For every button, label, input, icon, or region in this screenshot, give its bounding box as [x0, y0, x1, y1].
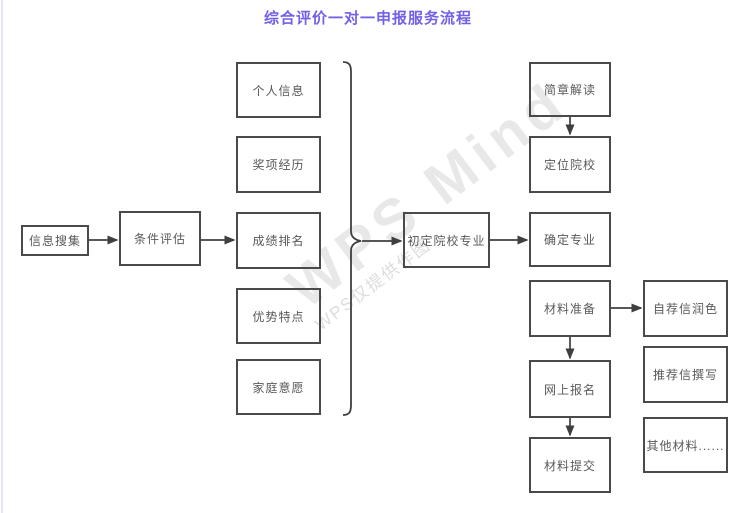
page-left-border — [1, 0, 3, 513]
flow-node-self-letter[interactable]: 自荐信润色 — [643, 280, 728, 337]
flow-node-condition-eval[interactable]: 条件评估 — [119, 211, 201, 266]
flow-node-initial-choice[interactable]: 初定院校专业 — [403, 212, 490, 268]
flow-node-material-prep[interactable]: 材料准备 — [529, 280, 611, 337]
flow-node-personal-info[interactable]: 个人信息 — [236, 62, 321, 118]
flow-node-brochure-read[interactable]: 简章解读 — [529, 62, 611, 117]
flow-node-award-history[interactable]: 奖项经历 — [236, 136, 321, 193]
flow-node-rec-letter[interactable]: 推荐信撰写 — [643, 346, 728, 403]
group-brace — [342, 61, 362, 416]
flow-node-other-materials[interactable]: 其他材料...... — [643, 417, 728, 473]
flow-node-grade-rank[interactable]: 成绩排名 — [236, 212, 321, 269]
flow-node-info-collect[interactable]: 信息搜集 — [21, 225, 89, 256]
page-title: 综合评价一对一申报服务流程 — [263, 10, 472, 27]
flow-node-school-position[interactable]: 定位院校 — [529, 136, 611, 193]
flow-node-major-confirm[interactable]: 确定专业 — [529, 212, 611, 267]
flow-node-family-wish[interactable]: 家庭意愿 — [236, 359, 321, 415]
flow-node-online-signup[interactable]: 网上报名 — [529, 360, 611, 418]
flow-node-strengths[interactable]: 优势特点 — [236, 288, 321, 344]
flow-node-material-submit[interactable]: 材料提交 — [529, 437, 611, 493]
